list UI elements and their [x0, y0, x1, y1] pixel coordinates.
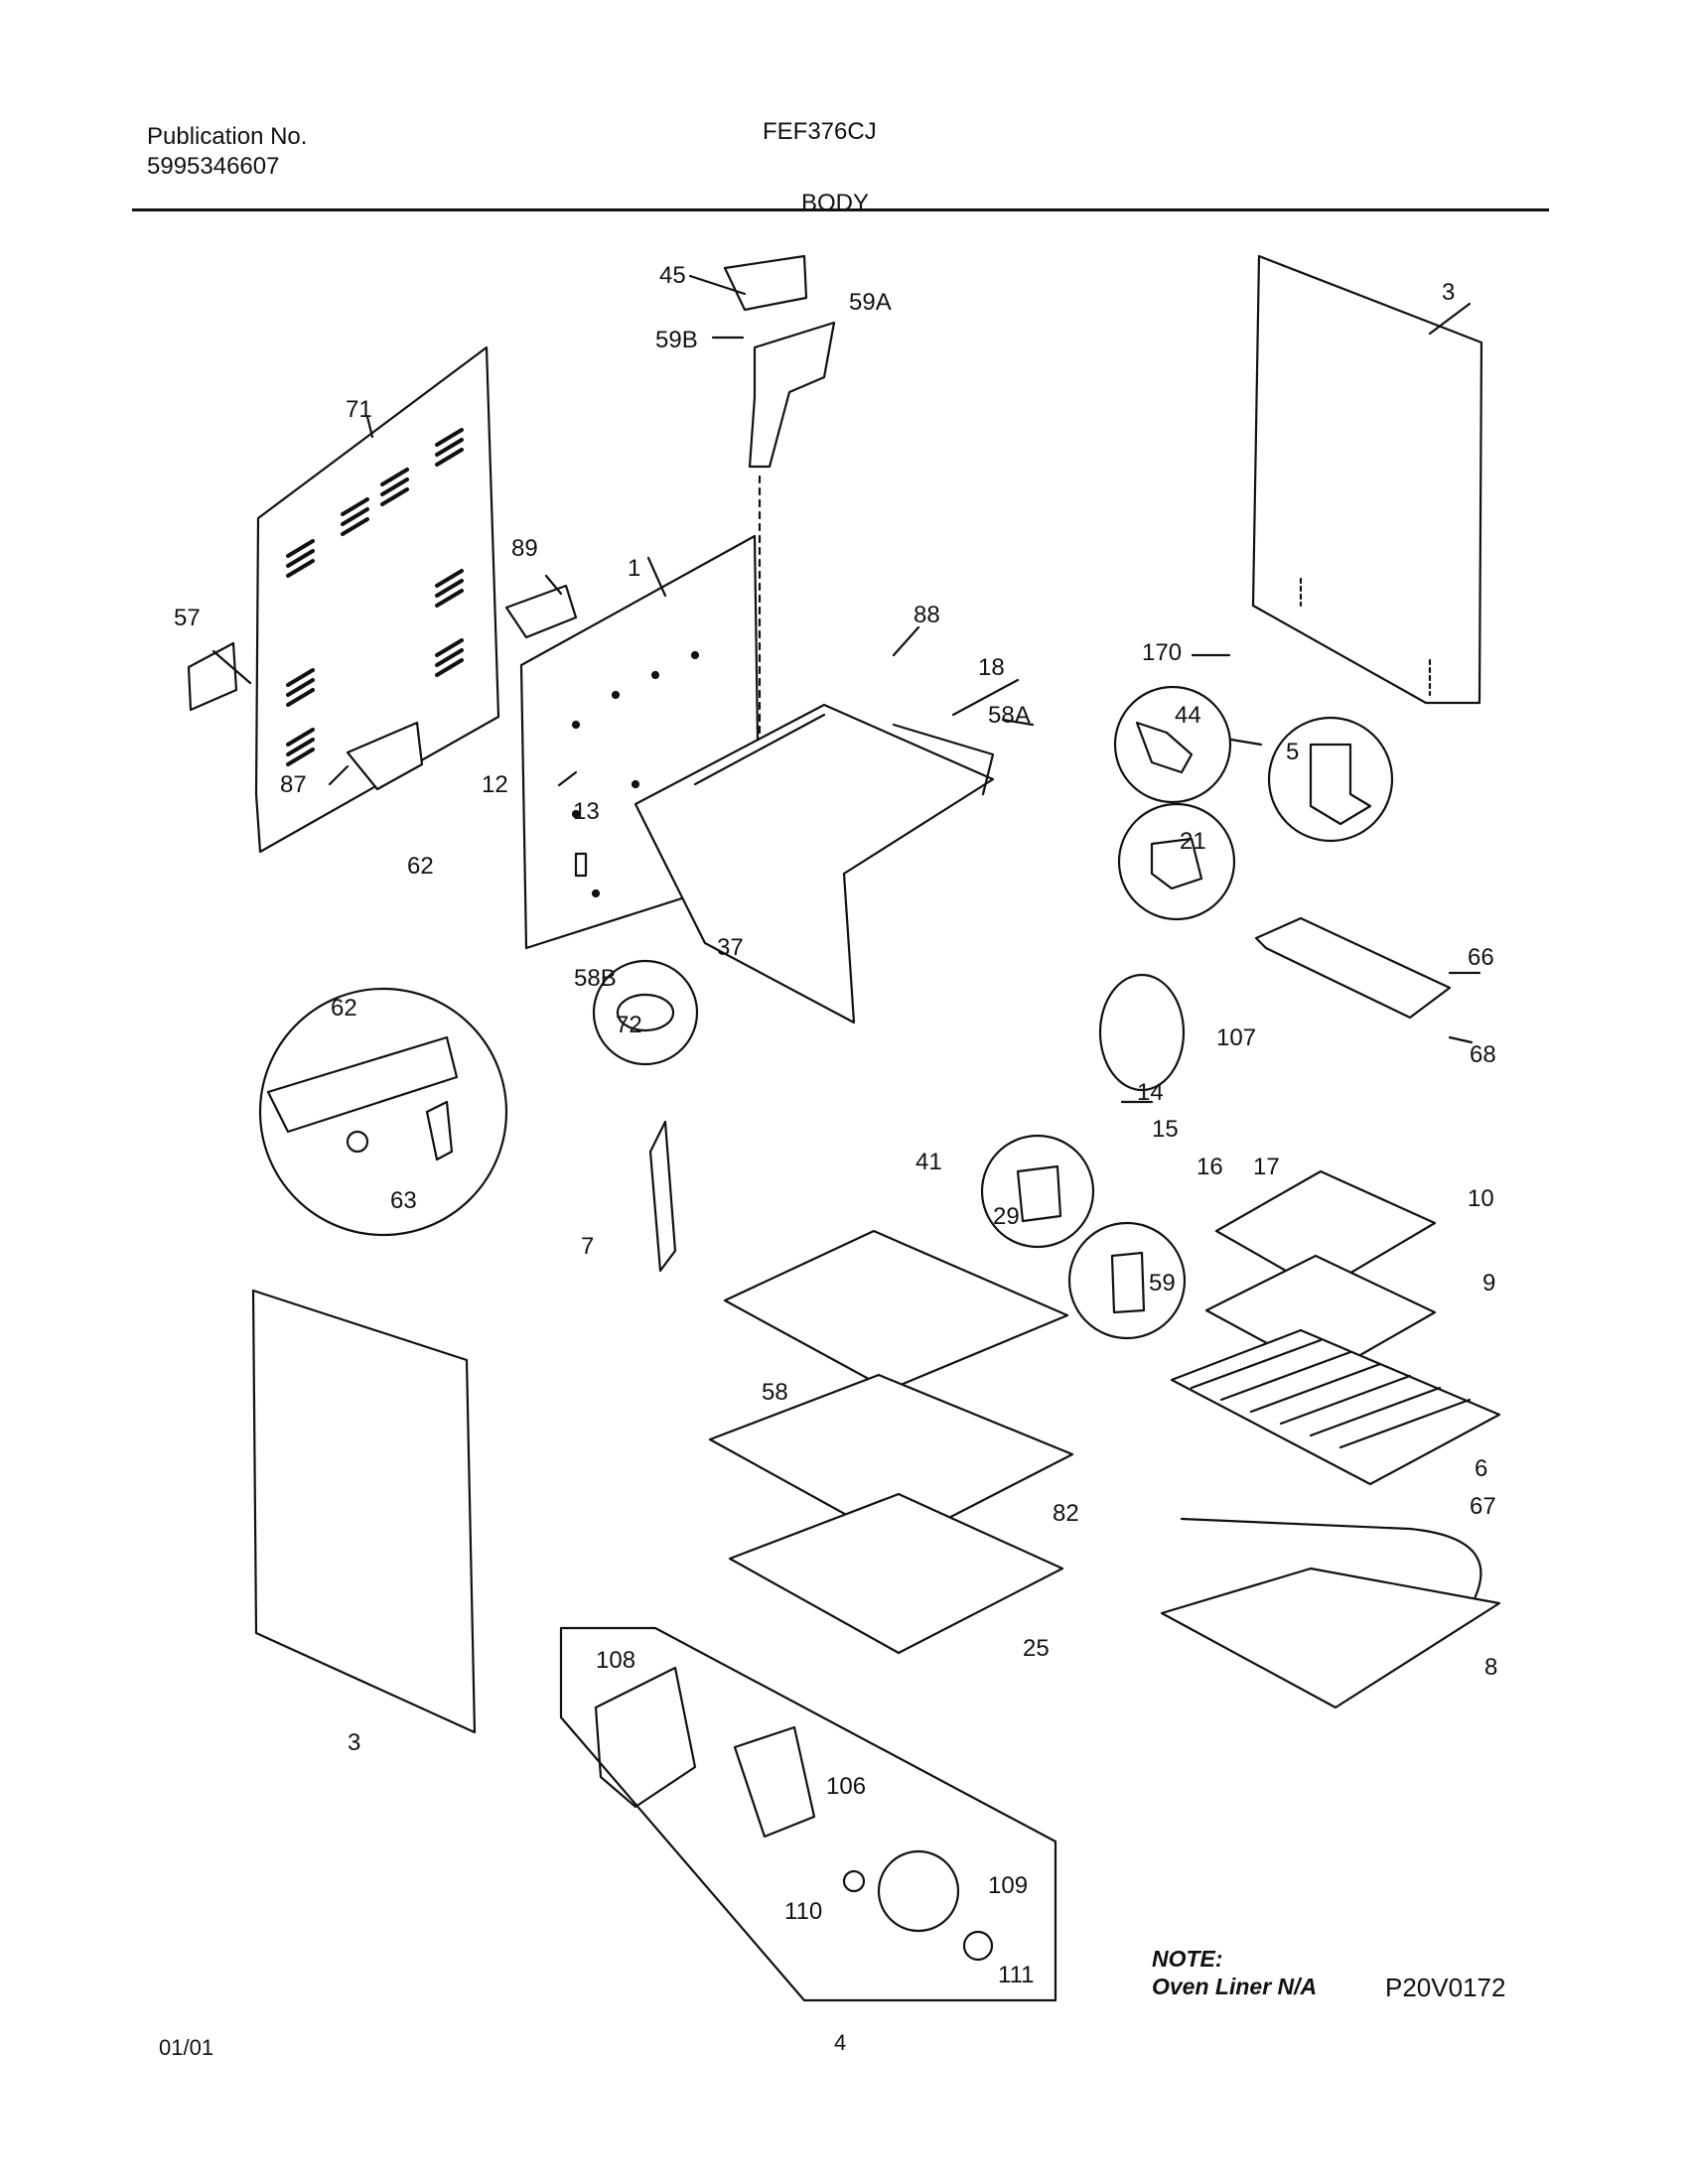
part-label-16: 16	[1196, 1154, 1223, 1180]
part-label-3-bottom: 3	[348, 1729, 360, 1756]
part-label-17: 17	[1253, 1154, 1280, 1180]
figure-code: P20V0172	[1385, 1973, 1506, 2002]
part-label-71: 71	[346, 396, 372, 423]
plate-57	[187, 641, 238, 712]
detail-circle-72	[592, 959, 699, 1066]
detail-circle-62	[258, 987, 508, 1237]
part-label-21: 21	[1180, 828, 1206, 855]
detail-circle-59	[1067, 1221, 1187, 1340]
part-label-62: 62	[407, 853, 434, 880]
detail-circle-44	[1113, 685, 1232, 804]
part-label-82: 82	[1053, 1500, 1079, 1527]
flue-duct	[723, 254, 836, 776]
part-label-58A: 58A	[988, 702, 1031, 729]
bracket-89	[504, 584, 578, 639]
model-number: FEF376CJ	[763, 118, 877, 145]
part-label-7: 7	[581, 1233, 594, 1260]
part-label-8: 8	[1484, 1654, 1497, 1681]
part-label-62-detail: 62	[331, 995, 357, 1022]
part-label-89: 89	[511, 535, 538, 562]
part-label-58: 58	[762, 1379, 788, 1406]
part-label-44: 44	[1175, 702, 1201, 729]
light-lens	[1098, 973, 1186, 1092]
part-label-15: 15	[1152, 1116, 1179, 1143]
part-label-6: 6	[1475, 1455, 1487, 1482]
panel-25	[728, 1492, 1064, 1655]
footer-page-number: 4	[834, 2030, 847, 2055]
part-label-9: 9	[1482, 1270, 1495, 1297]
part-label-87: 87	[280, 771, 307, 798]
part-label-13: 13	[573, 798, 600, 825]
header-rule	[132, 208, 1549, 211]
detail-circle-5	[1267, 716, 1394, 843]
part-label-41: 41	[915, 1149, 942, 1175]
part-label-5: 5	[1286, 739, 1299, 765]
publication-label: Publication No.	[147, 123, 308, 150]
oven-rack	[1170, 1328, 1501, 1486]
part-label-66: 66	[1468, 944, 1494, 971]
part-label-107: 107	[1216, 1024, 1256, 1051]
part-label-88: 88	[914, 602, 940, 628]
broil-element	[1254, 916, 1452, 1020]
part-label-108: 108	[596, 1647, 635, 1674]
panel-58	[723, 1229, 1069, 1392]
hinge-7	[648, 1120, 677, 1273]
part-label-25: 25	[1023, 1635, 1050, 1662]
note-text: Oven Liner N/A	[1152, 1974, 1318, 1999]
tray-82	[708, 1373, 1074, 1546]
convection-fan-assembly	[559, 1626, 1057, 2002]
part-label-111: 111	[998, 1962, 1034, 1988]
part-label-68: 68	[1470, 1041, 1496, 1068]
part-label-106: 106	[826, 1773, 866, 1800]
part-label-10: 10	[1468, 1185, 1494, 1212]
part-label-59B: 59B	[655, 327, 698, 353]
part-label-12: 12	[482, 771, 508, 798]
part-label-29: 29	[993, 1203, 1020, 1230]
publication-number: 5995346607	[147, 153, 280, 180]
part-label-110: 110	[784, 1898, 822, 1925]
part-label-170: 170	[1142, 639, 1182, 666]
footer-date: 01/01	[159, 2035, 214, 2060]
part-label-45: 45	[659, 262, 686, 289]
part-label-57: 57	[174, 605, 201, 631]
bracket-87	[346, 721, 424, 791]
side-panel-right	[1251, 254, 1483, 705]
part-label-3-top: 3	[1442, 279, 1455, 306]
bottom-panel-8	[1160, 1567, 1501, 1709]
part-label-37: 37	[717, 934, 744, 961]
part-label-58B: 58B	[574, 965, 617, 992]
note-title: NOTE:	[1152, 1946, 1223, 1972]
part-label-14: 14	[1137, 1079, 1164, 1106]
part-label-1: 1	[628, 555, 640, 582]
part-label-63: 63	[390, 1187, 417, 1214]
part-label-59A: 59A	[849, 289, 892, 316]
detail-circle-29	[980, 1134, 1095, 1249]
part-label-59: 59	[1149, 1270, 1176, 1297]
detail-circle-21	[1117, 802, 1236, 921]
part-label-67: 67	[1470, 1493, 1496, 1520]
side-panel-left	[251, 1289, 477, 1734]
part-label-72: 72	[616, 1012, 642, 1038]
part-label-109: 109	[988, 1872, 1028, 1899]
oven-cavity	[633, 703, 995, 1024]
part-label-18: 18	[978, 654, 1005, 681]
section-title: BODY	[801, 190, 870, 216]
